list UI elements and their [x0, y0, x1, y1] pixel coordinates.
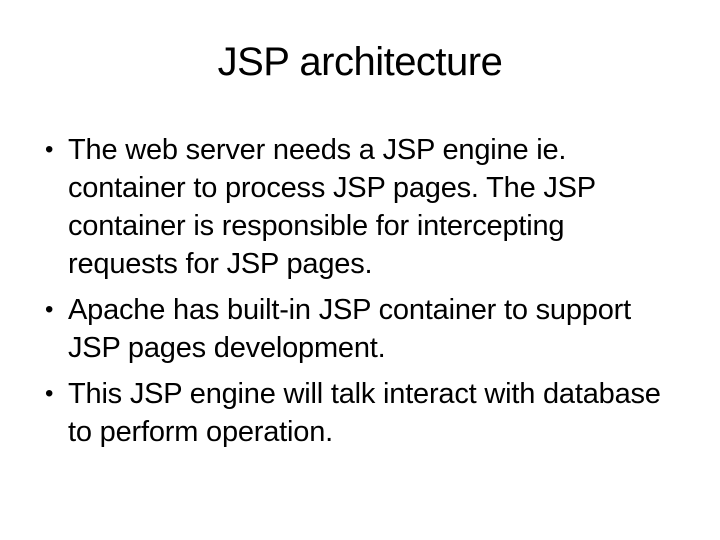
- bullet-item-2: • Apache has built-in JSP container to s…: [45, 291, 704, 367]
- bullet-icon: •: [45, 136, 54, 163]
- bullet-text: This JSP engine will talk interact with …: [68, 378, 661, 448]
- bullet-list: • The web server needs a JSP engine ie. …: [45, 131, 704, 459]
- bullet-item-1: • The web server needs a JSP engine ie. …: [45, 131, 704, 283]
- bullet-text: Apache has built-in JSP container to sup…: [68, 294, 631, 364]
- slide-title: JSP architecture: [217, 40, 503, 84]
- bullet-icon: •: [45, 296, 54, 323]
- bullet-item-3: • This JSP engine will talk interact wit…: [45, 375, 704, 451]
- bullet-icon: •: [45, 380, 54, 407]
- bullet-text: The web server needs a JSP engine ie. co…: [68, 134, 596, 280]
